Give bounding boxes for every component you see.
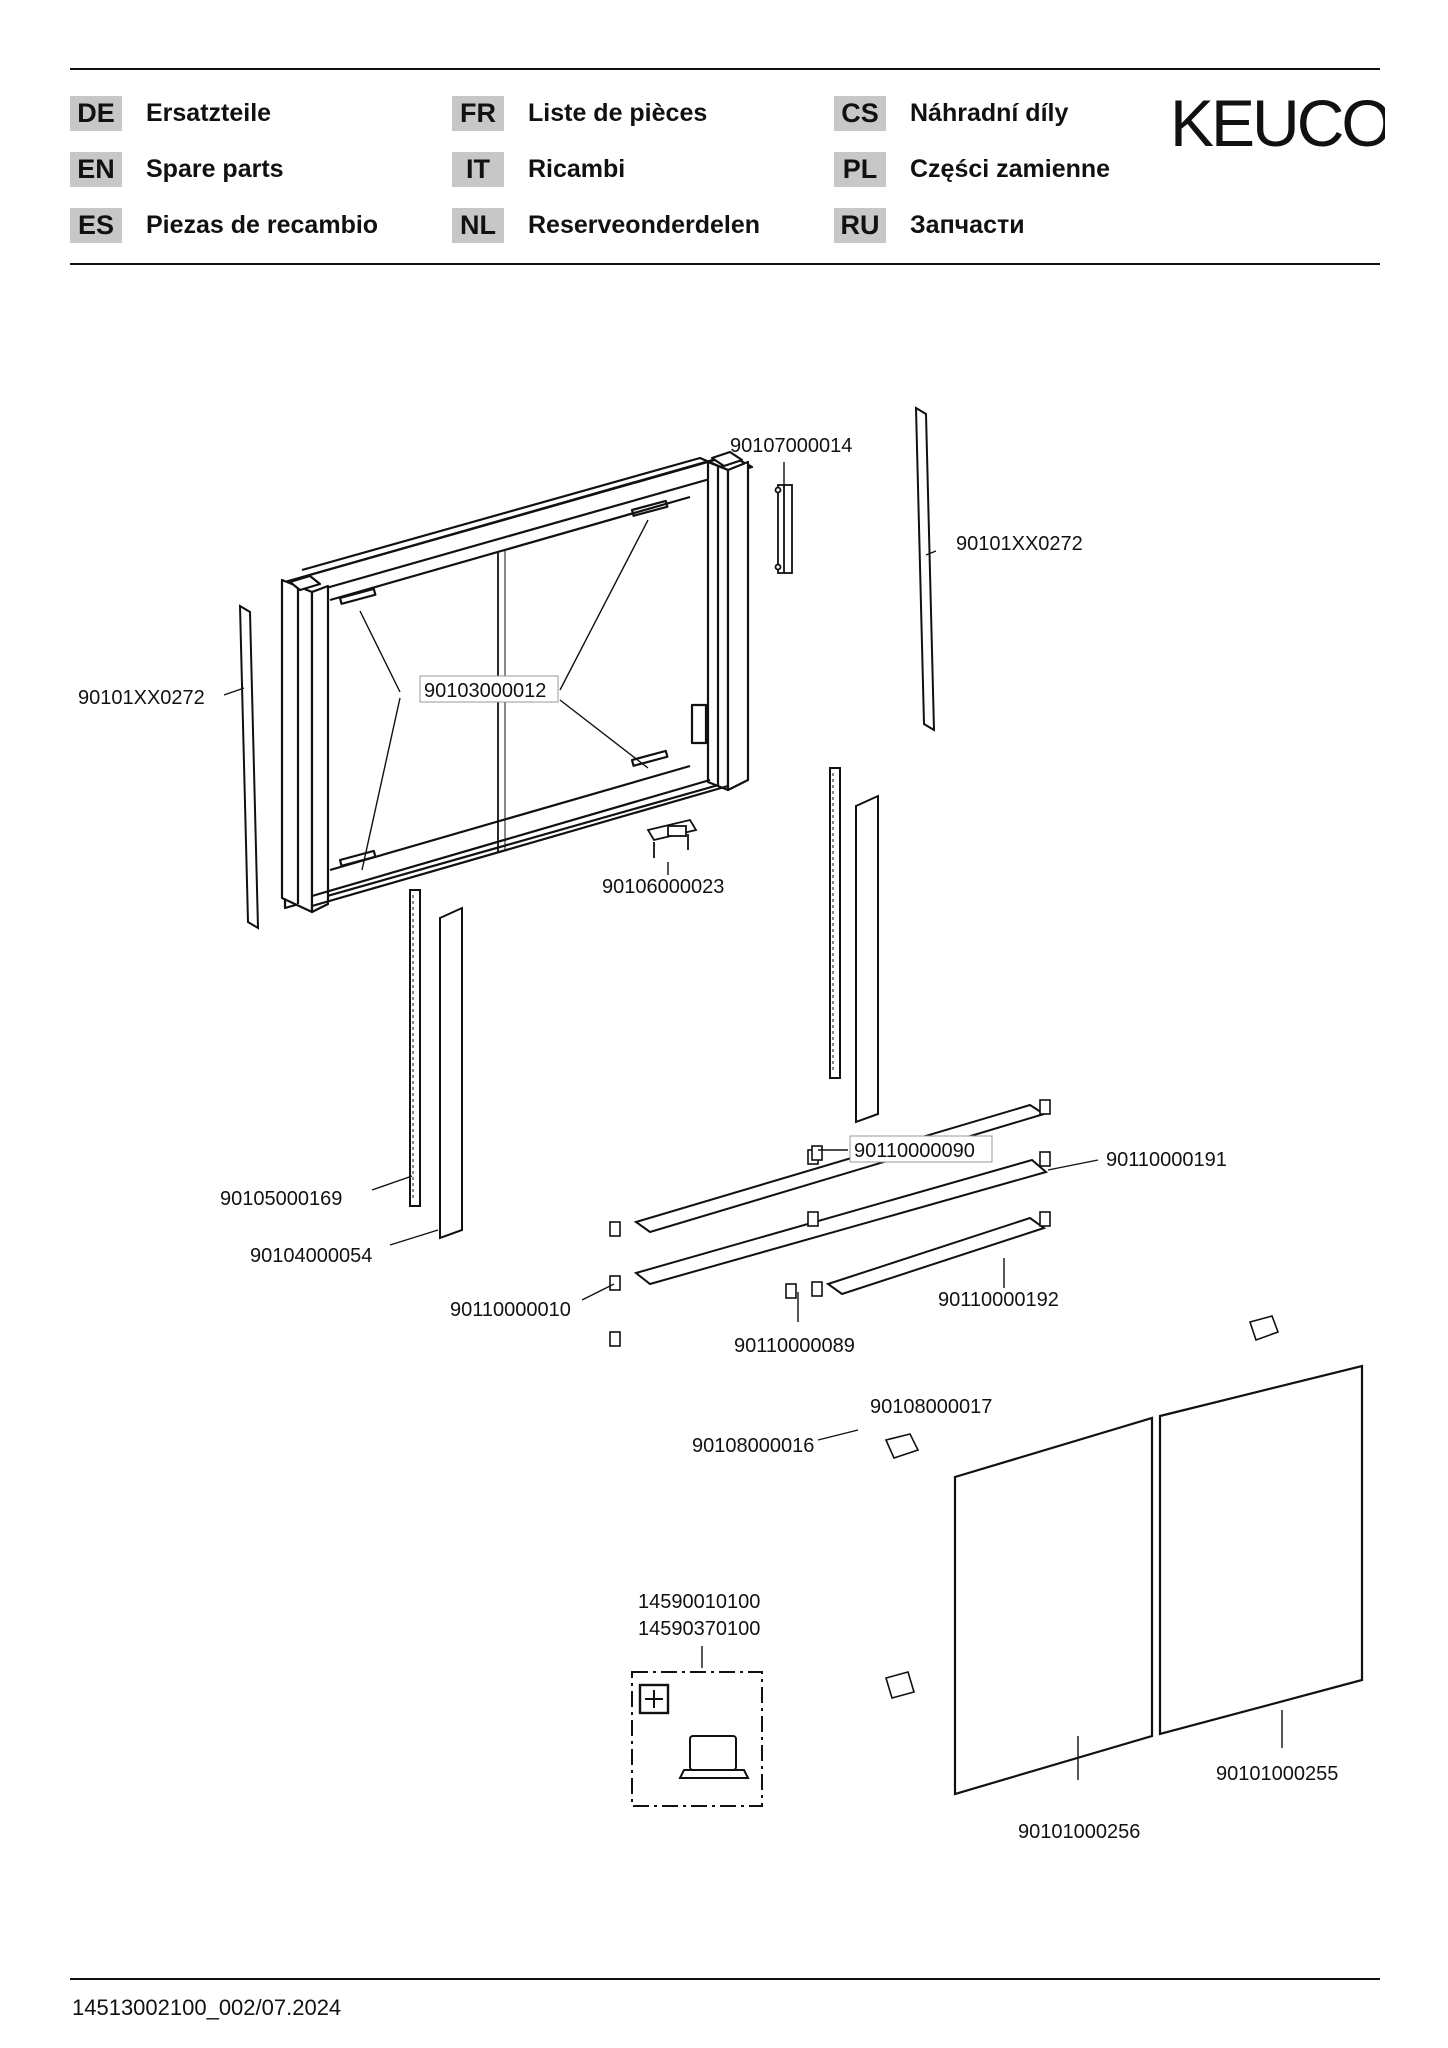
lang-label-fr: Liste de pièces [528, 98, 708, 127]
lang-code-en: EN [70, 151, 122, 187]
lang-code-de: DE [70, 95, 122, 131]
shelves [633, 1103, 1049, 1296]
lang-row-ru: RU Запчасти [834, 205, 1025, 245]
part-14590370100: 14590370100 [638, 1618, 760, 1640]
part-14590010100: 14590010100 [638, 1591, 760, 1613]
lang-code-cs: CS [834, 95, 886, 131]
lang-code-it: IT [452, 151, 504, 187]
part-90110000191: 90110000191 [1106, 1149, 1227, 1171]
lang-row-pl: PL Części zamienne [834, 149, 1110, 189]
lang-code-ru: RU [834, 207, 886, 243]
lang-code-es: ES [70, 207, 122, 243]
lang-row-fr: FR Liste de pièces [452, 93, 707, 133]
header-bottom-rule [70, 263, 1380, 265]
lang-label-cs: Náhradní díly [910, 98, 1069, 127]
leader-lines [223, 462, 1283, 1780]
footer-rule [70, 1978, 1380, 1980]
lang-label-de: Ersatzteile [146, 98, 272, 127]
part-90101000255: 90101000255 [1216, 1763, 1338, 1785]
side-panels [238, 406, 936, 930]
part-90110000010: 90110000010 [450, 1299, 571, 1321]
mirror-doors [953, 1364, 1364, 1796]
lang-row-en: EN Spare parts [70, 149, 284, 189]
bottom-clip [646, 818, 698, 858]
lang-label-it: Ricambi [528, 154, 626, 183]
lang-row-de: DE Ersatzteile [70, 93, 271, 133]
part-90110000089: 90110000089 [734, 1335, 855, 1357]
header-top-rule [70, 68, 1380, 70]
svg-text:KEUCO: KEUCO [1170, 86, 1385, 156]
part-90101XX0272-right: 90101XX0272 [956, 533, 1083, 555]
lang-code-nl: NL [452, 207, 504, 243]
accessory-kit [631, 1671, 763, 1807]
document-number: 14513002100_002/07.2024 [72, 1995, 342, 2020]
part-90110000090-box [849, 1135, 993, 1163]
lang-label-en: Spare parts [146, 154, 284, 183]
part-90107000014: 90107000014 [730, 435, 852, 457]
lang-label-es: Piezas de recambio [146, 210, 379, 239]
lang-label-nl: Reserveonderdelen [528, 210, 761, 239]
part-90110000090: 90110000090 [854, 1140, 975, 1162]
part-90105000169: 90105000169 [220, 1188, 342, 1210]
lang-label-ru: Запчасти [910, 210, 1025, 239]
hinge-part [774, 484, 793, 574]
lang-row-nl: NL Reserveonderdelen [452, 205, 760, 245]
part-90108000017: 90108000017 [870, 1396, 992, 1418]
part-90101XX0272-left: 90101XX0272 [78, 687, 205, 709]
lang-code-fr: FR [452, 95, 504, 131]
led-strip-right [829, 767, 879, 1124]
part-90110000192: 90110000192 [938, 1289, 1059, 1311]
part-90101000256: 90101000256 [1018, 1821, 1140, 1843]
lang-code-pl: PL [834, 151, 886, 187]
part-90103000012-box [419, 675, 559, 703]
led-strip-left [409, 889, 463, 1240]
door-latches [884, 1315, 1280, 1699]
keuco-logo: KEUCO [1170, 86, 1385, 156]
lang-row-cs: CS Náhradní díly [834, 93, 1068, 133]
lang-row-it: IT Ricambi [452, 149, 625, 189]
part-90103000012: 90103000012 [424, 680, 546, 702]
part-90104000054: 90104000054 [250, 1245, 372, 1267]
lang-label-pl: Części zamienne [910, 154, 1111, 183]
shelf-clips [609, 1099, 1051, 1347]
part-90106000023: 90106000023 [602, 876, 724, 898]
part-90108000016: 90108000016 [692, 1435, 814, 1457]
lang-row-es: ES Piezas de recambio [70, 205, 378, 245]
